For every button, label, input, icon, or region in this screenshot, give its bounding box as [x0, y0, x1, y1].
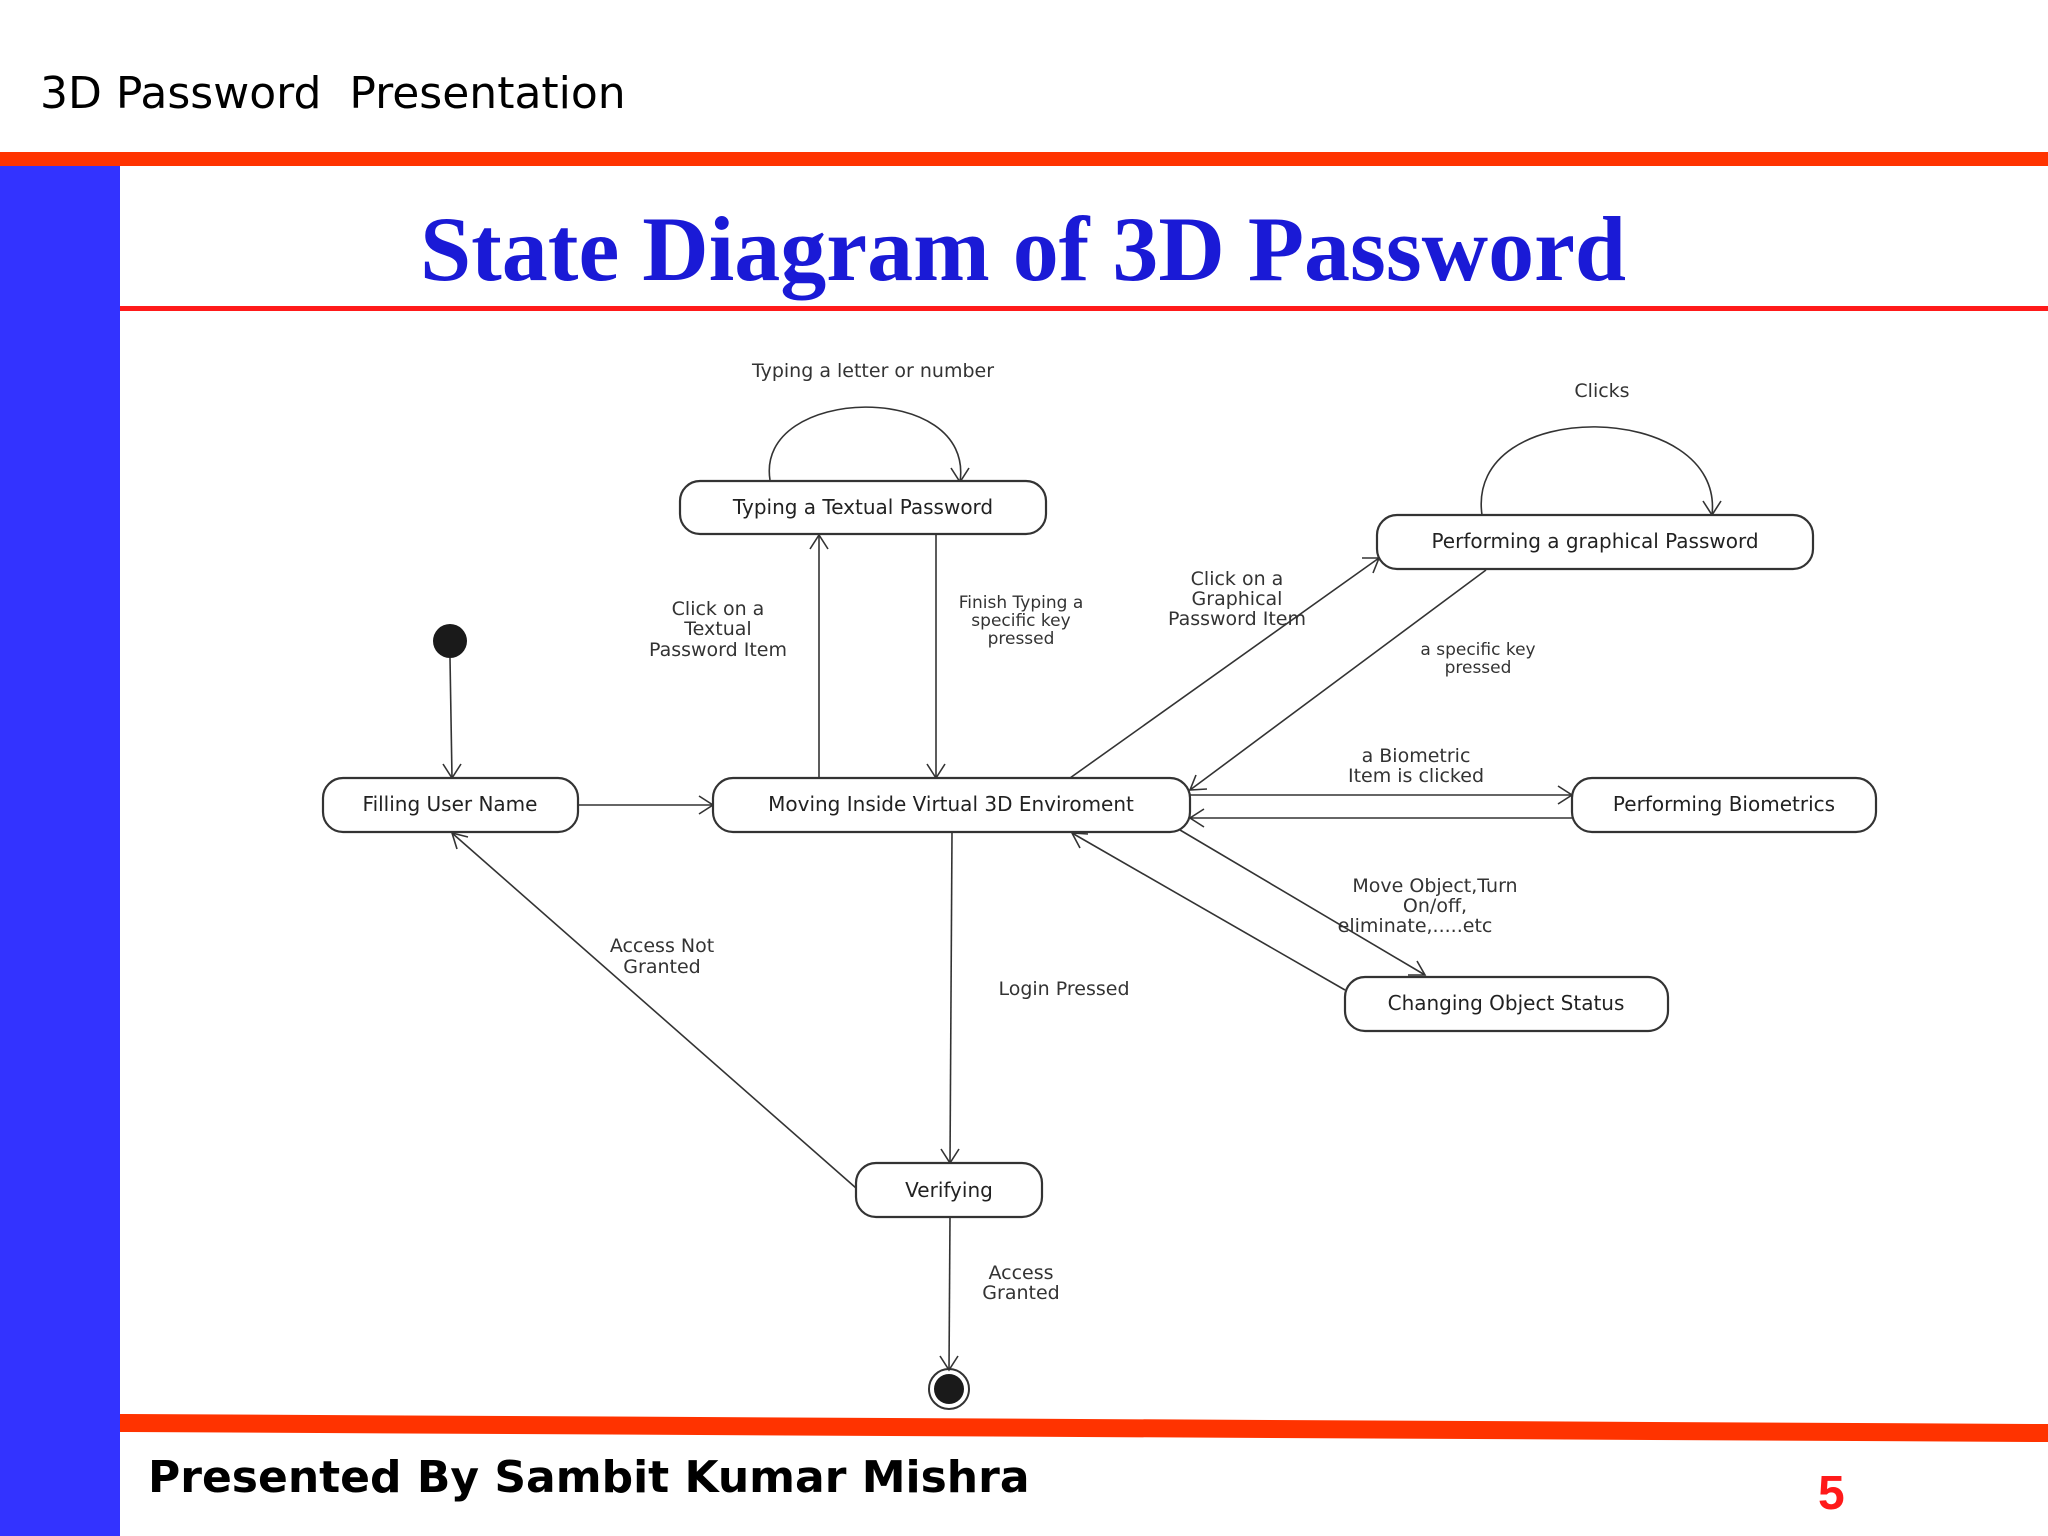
label-line: Password Item	[1168, 608, 1306, 630]
edge-graphical-loop	[1480, 426, 1722, 517]
state-moving-inside: Moving Inside Virtual 3D Enviroment	[711, 776, 1192, 834]
edge-graphical-to-moving	[1188, 569, 1487, 791]
state-filling-user-name: Filling User Name	[321, 776, 580, 834]
edge-filling-to-moving	[578, 795, 715, 815]
presenter-credit: Presented By Sambit Kumar Mishra	[148, 1452, 1030, 1503]
label-line: pressed	[1445, 658, 1512, 678]
state-typing-textual: Typing a Textual Password	[678, 479, 1048, 536]
state-label: Filling User Name	[363, 792, 538, 816]
label-click-textual: Click on a Textual Password Item	[649, 598, 787, 661]
page-number: 5	[1818, 1467, 1845, 1520]
state-label: Moving Inside Virtual 3D Enviroment	[768, 792, 1134, 816]
edge-moving-to-biometrics	[1190, 785, 1574, 805]
state-label: Changing Object Status	[1388, 991, 1625, 1015]
state-label: Verifying	[905, 1178, 993, 1202]
label-click-graphical: Click on a Graphical Password Item	[1168, 568, 1306, 630]
slide-title: State Diagram of 3D Password	[420, 198, 1627, 300]
label-move-object: Move Object,Turn On/off, eliminate,.....…	[1338, 875, 1518, 937]
state-label: Typing a Textual Password	[732, 495, 993, 519]
edge-moving-to-verifying	[940, 832, 960, 1165]
label-line: Item is clicked	[1348, 765, 1484, 787]
edge-moving-to-typing	[809, 533, 829, 778]
label-access-granted: Access Granted	[982, 1262, 1059, 1304]
edge-verifying-to-filling	[450, 831, 857, 1189]
label-line: a specific key	[1420, 640, 1535, 660]
label-line: Move Object,Turn	[1352, 875, 1517, 897]
label-biometric-clicked: a Biometric Item is clicked	[1348, 745, 1484, 787]
label-typing-loop: Typing a letter or number	[751, 360, 994, 382]
label-line: a Biometric	[1362, 745, 1471, 767]
label-specific-key: a specific key pressed	[1420, 640, 1535, 678]
initial-state-node	[433, 624, 467, 658]
state-diagram: Filling User Name Moving Inside Virtual …	[321, 360, 1878, 1410]
footer-rule	[120, 1413, 2048, 1443]
edge-changing-to-moving	[1070, 832, 1346, 991]
edge-typing-loop	[768, 406, 970, 484]
label-line: specific key	[971, 611, 1070, 631]
edge-moving-to-changing	[1179, 829, 1427, 976]
label-login-pressed: Login Pressed	[998, 978, 1129, 1000]
edge-biometrics-to-moving	[1188, 808, 1572, 828]
label-line: Finish Typing a	[959, 593, 1084, 613]
title-rule	[120, 306, 2048, 311]
label-line: pressed	[988, 629, 1055, 649]
label-line: eliminate,.....etc	[1338, 915, 1493, 937]
state-performing-biometrics: Performing Biometrics	[1570, 776, 1878, 834]
label-line: Click on a	[672, 598, 765, 620]
state-changing-object: Changing Object Status	[1343, 975, 1670, 1033]
state-label: Performing a graphical Password	[1431, 529, 1758, 553]
label-line: Textual	[683, 618, 751, 640]
edge-typing-to-moving	[926, 535, 946, 780]
label-line: Click on a	[1191, 568, 1284, 590]
label-line: On/off,	[1403, 895, 1467, 917]
state-verifying: Verifying	[854, 1161, 1044, 1219]
presentation-header: 3D Password Presentation	[40, 68, 626, 119]
label-finish-typing: Finish Typing a specific key pressed	[959, 593, 1084, 649]
top-rule	[0, 152, 2048, 166]
label-clicks-loop: Clicks	[1574, 380, 1629, 402]
label-access-not-granted: Access Not Granted	[610, 935, 714, 978]
label-line: Granted	[982, 1282, 1059, 1304]
edge-verifying-to-final	[939, 1216, 959, 1372]
label-line: Access	[988, 1262, 1053, 1284]
label-line: Access Not	[610, 935, 714, 957]
final-state-node	[928, 1368, 970, 1410]
state-label: Performing Biometrics	[1613, 792, 1835, 816]
label-line: Graphical	[1192, 588, 1283, 610]
edge-initial-to-filling	[442, 657, 462, 780]
state-performing-graphical: Performing a graphical Password	[1375, 513, 1815, 571]
label-line: Password Item	[649, 639, 787, 661]
left-accent-bar	[0, 166, 120, 1536]
label-line: Granted	[623, 956, 700, 978]
